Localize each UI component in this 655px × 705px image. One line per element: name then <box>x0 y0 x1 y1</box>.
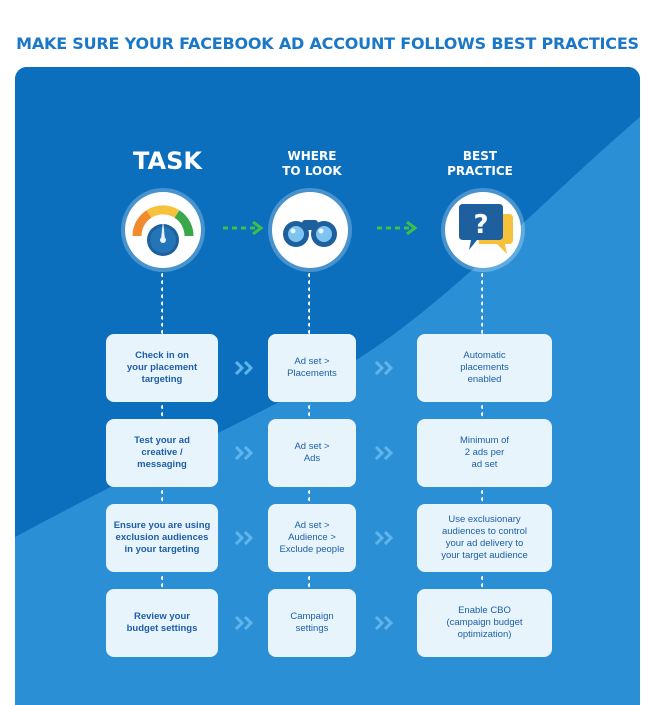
best-text: 2 ads per <box>464 447 505 458</box>
task-text: creative / <box>141 447 183 458</box>
task-text: Check in on <box>135 350 189 361</box>
task-text: exclusion audiences <box>115 532 209 543</box>
column-header-where-line2: TO LOOK <box>282 164 342 178</box>
where-text: Placements <box>287 368 337 379</box>
column-header-task: TASK <box>133 147 202 175</box>
best-text: Minimum of <box>459 435 510 446</box>
best-text: placements <box>460 362 509 373</box>
best-text: your target audience <box>441 550 528 561</box>
where-text: settings <box>295 623 329 634</box>
double-chevron-icon <box>234 531 254 545</box>
flow-arrow-icon <box>377 221 418 235</box>
best-text: (campaign budget <box>446 617 523 628</box>
double-chevron-icon <box>374 446 394 460</box>
question-bubble-icon: ? <box>459 204 513 254</box>
where-text: Ad set > <box>294 356 330 367</box>
double-chevron-icon <box>234 361 254 375</box>
double-chevron-icon <box>234 616 254 630</box>
where-box: Ad set >Audience >Exclude people <box>268 504 356 572</box>
best-text: ad set <box>471 459 498 470</box>
double-chevron-icon <box>374 531 394 545</box>
best-text: your ad delivery to <box>445 538 524 549</box>
best-text: Enable CBO <box>458 605 511 616</box>
best-text: Use exclusionary <box>448 514 521 525</box>
double-chevron-icon <box>374 616 394 630</box>
task-circle <box>125 192 201 268</box>
where-text: Campaign <box>290 611 334 622</box>
best-circle: ? <box>445 192 521 268</box>
double-chevron-icon <box>234 446 254 460</box>
task-text: messaging <box>137 459 187 470</box>
best-text: enabled <box>467 374 502 385</box>
task-text: Review your <box>134 611 190 622</box>
column-header-where-line1: WHERE <box>287 149 337 163</box>
task-text: Test your ad <box>134 435 190 446</box>
where-text: Ad set > <box>294 520 330 531</box>
column-header-best-line2: PRACTICE <box>447 164 513 178</box>
task-text: Ensure you are using <box>113 520 211 531</box>
page-title: MAKE SURE YOUR FACEBOOK AD ACCOUNT FOLLO… <box>16 34 639 53</box>
where-text: Ads <box>303 453 321 464</box>
where-box: Ad set >Ads <box>268 419 356 487</box>
speedometer-icon <box>132 205 194 256</box>
binoculars-icon <box>283 220 337 247</box>
double-chevron-icon <box>374 361 394 375</box>
column-header-best-line1: BEST <box>462 149 498 163</box>
where-box: Ad set >Placements <box>268 334 356 402</box>
svg-text:?: ? <box>473 210 488 240</box>
task-text: in your targeting <box>124 544 200 555</box>
where-text: Audience > <box>288 532 336 543</box>
flow-arrow-icon <box>223 221 264 235</box>
task-text: your placement <box>126 362 198 373</box>
where-text: Exclude people <box>279 544 345 555</box>
best-text: audiences to control <box>441 526 528 537</box>
where-text: Ad set > <box>294 441 330 452</box>
infographic-panel: TASK WHERE TO LOOK BEST PRACTICE <box>15 67 640 705</box>
task-text: targeting <box>141 374 183 385</box>
where-circle <box>272 192 348 268</box>
best-text: optimization) <box>457 629 512 640</box>
best-text: Automatic <box>463 350 506 361</box>
column-header-where: WHERE TO LOOK <box>267 149 357 179</box>
task-text: budget settings <box>126 623 198 634</box>
column-header-best: BEST PRACTICE <box>435 149 525 179</box>
